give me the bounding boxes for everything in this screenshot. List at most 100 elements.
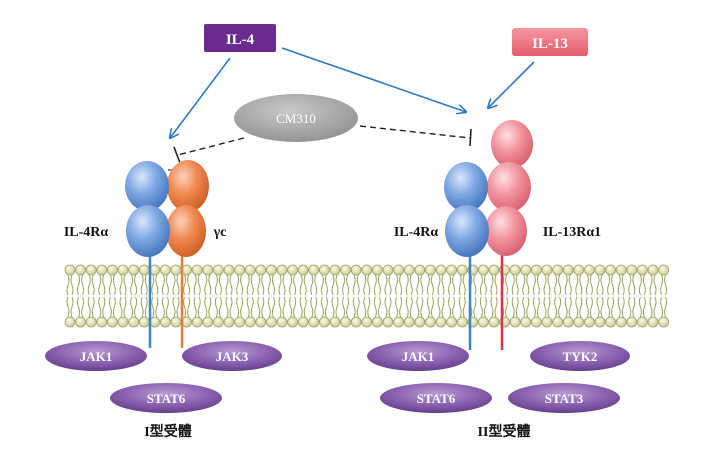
lipid-head: [117, 316, 129, 328]
lipid-head: [255, 264, 267, 276]
type1-gammac-label: γc: [213, 225, 227, 240]
cm310-label: CM310: [276, 111, 316, 126]
lipid-head: [605, 316, 616, 328]
lipid-head: [531, 264, 542, 276]
lipid-head: [626, 316, 638, 328]
lipid-head: [477, 264, 489, 276]
type2-tyk2-oval: [530, 341, 630, 371]
lipid-head: [403, 316, 415, 328]
type2-il13ra1-label: IL-13Rα1: [543, 225, 601, 240]
type2-il4ra-domain-lower: [445, 205, 489, 257]
gammac-domain-upper: [167, 160, 209, 212]
lipid-head: [584, 264, 595, 276]
lipid-head: [382, 264, 394, 276]
lipid-head: [414, 264, 426, 276]
lipid-head: [456, 316, 468, 328]
type2-stat6-label: STAT6: [417, 391, 456, 406]
lipid-head: [202, 316, 214, 328]
lipid-head: [647, 316, 659, 328]
lipid-head: [350, 264, 362, 276]
lipid-head: [658, 264, 669, 276]
type2-stat6-oval: [380, 383, 492, 413]
type2-tyk2-label: TYK2: [563, 349, 598, 364]
lipid-head: [446, 316, 458, 328]
lipid-head: [265, 264, 277, 276]
type2-il4ra-domain-upper: [444, 162, 488, 212]
type2-title: II型受體: [478, 423, 531, 440]
lipid-head: [276, 264, 288, 276]
lipid-head: [191, 264, 203, 276]
lipid-head: [234, 316, 246, 328]
il4-ligand: IL-4: [204, 24, 276, 52]
type2-jak1-label: JAK1: [402, 349, 435, 364]
il13-ligand: IL-13: [512, 28, 588, 56]
lipid-head: [456, 264, 468, 276]
type1-jak3-label: JAK3: [216, 349, 249, 364]
type2-signaling: JAK1 TYK2 STAT6 STAT3 II型受體: [367, 341, 630, 440]
inhibition-line-type2: [359, 125, 471, 139]
lipid-head: [159, 264, 171, 276]
lipid-head: [509, 316, 521, 328]
lipid-head: [658, 316, 669, 328]
lipid-head: [594, 264, 606, 276]
lipid-head: [276, 316, 288, 328]
cell-membrane: [64, 264, 669, 328]
lipid-head: [287, 264, 299, 276]
type2-receptor: IL-4Rα IL-13Rα1: [394, 120, 601, 350]
type2-il4ra-label: IL-4Rα: [394, 225, 439, 240]
lipid-head: [531, 316, 542, 328]
inhibition-bar-type2: [469, 128, 472, 147]
lipid-head: [393, 316, 405, 328]
lipid-head: [414, 316, 426, 328]
lipid-head: [541, 264, 553, 276]
type1-stat6-label: STAT6: [147, 391, 186, 406]
lipid-head: [424, 316, 436, 328]
lipid-head: [446, 264, 458, 276]
lipid-head: [149, 316, 161, 328]
lipid-head: [159, 316, 171, 328]
il4-label: IL-4: [226, 32, 255, 48]
lipid-head: [223, 316, 235, 328]
lipid-head: [393, 264, 405, 276]
il13-to-type2-arrow: [488, 61, 535, 108]
type1-jak1-label: JAK1: [80, 349, 113, 364]
type1-il4ra-domain-lower: [126, 205, 170, 257]
lipid-head: [96, 264, 108, 276]
lipid-head: [149, 264, 161, 276]
lipid-head: [573, 316, 585, 328]
type1-signaling: JAK1 JAK3 STAT6 I型受體: [45, 341, 282, 440]
lipid-head: [584, 316, 595, 328]
lipid-head: [212, 316, 224, 328]
lipid-head: [552, 316, 563, 328]
lipid-head: [520, 264, 532, 276]
lipid-head: [541, 316, 553, 328]
lipid-head: [626, 264, 638, 276]
lipid-head: [552, 264, 563, 276]
lipid-head: [96, 316, 108, 328]
lipid-head: [562, 264, 574, 276]
il13-label: IL-13: [532, 36, 568, 52]
lipid-head: [509, 264, 521, 276]
lipid-head: [520, 316, 532, 328]
lipid-head: [371, 264, 383, 276]
lipid-head: [350, 316, 362, 328]
cm310-ellipse: [234, 94, 358, 142]
lipid-head: [170, 264, 182, 276]
inhibition-line-type1: [177, 137, 245, 156]
lipid-head: [308, 264, 320, 276]
type2-jak1-oval: [367, 341, 469, 371]
lipid-head: [329, 316, 341, 328]
lipid-head: [637, 264, 648, 276]
lipid-head: [329, 264, 341, 276]
lipid-head: [85, 264, 97, 276]
lipid-head: [64, 264, 76, 276]
lipid-head: [637, 316, 648, 328]
lipid-head: [265, 316, 277, 328]
lipid-head: [138, 316, 150, 328]
lipid-head: [424, 264, 436, 276]
lipid-head: [234, 264, 246, 276]
il4-to-type2-arrow: [281, 47, 466, 112]
type1-stat6-oval: [110, 383, 222, 413]
lipid-head: [605, 264, 616, 276]
